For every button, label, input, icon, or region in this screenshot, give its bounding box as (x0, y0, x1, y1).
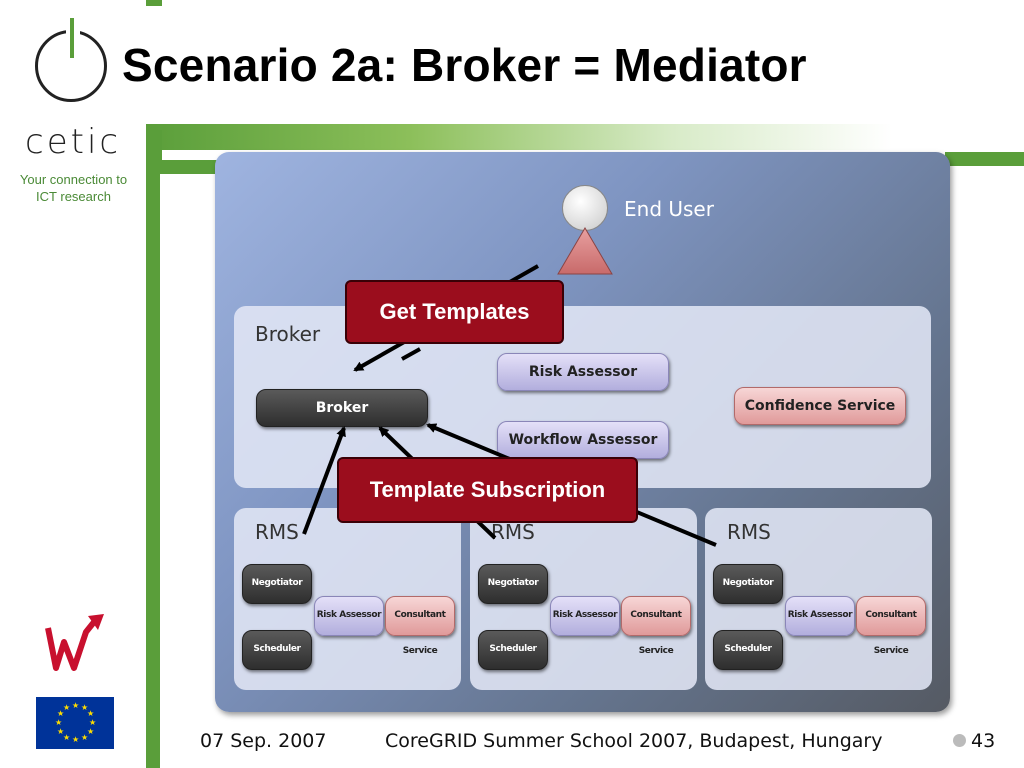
subscription-arrow-rms1 (302, 426, 346, 535)
white-separator (160, 174, 168, 768)
consultant-service-3: Consultant Service (856, 596, 926, 656)
negotiator-component-2: Negotiator (478, 564, 548, 604)
w-logo-icon (45, 614, 104, 671)
slide-title: Scenario 2a: Broker = Mediator (122, 39, 807, 91)
end-user-head-icon (562, 185, 608, 231)
svg-text:★: ★ (89, 718, 96, 727)
svg-text:★: ★ (63, 703, 70, 712)
scheduler-component-1: Scheduler (242, 630, 312, 670)
rms-risk-assessor-2: Risk Assessor (550, 596, 620, 636)
svg-text:★: ★ (72, 735, 79, 744)
end-user-body-icon (557, 227, 613, 275)
rms-risk-assessor-3: Risk Assessor (785, 596, 855, 636)
green-accent-inner (160, 160, 220, 174)
template-subscription-callout: Template Subscription (337, 457, 638, 523)
green-accent-right (945, 152, 1024, 166)
negotiator-component-3: Negotiator (713, 564, 783, 604)
end-user-label: End User (624, 197, 714, 221)
svg-text:★: ★ (81, 733, 88, 742)
green-accent-left (146, 130, 162, 768)
svg-text:★: ★ (63, 733, 70, 742)
svg-text:★: ★ (87, 727, 94, 736)
rms-label-1: RMS (255, 520, 299, 544)
eu-flag-icon: ★★★ ★★★ ★★★ ★★★ (36, 697, 114, 749)
bullet-icon (953, 734, 966, 747)
green-gradient-rule (146, 124, 1024, 150)
cetic-tagline: Your connection to ICT research (6, 171, 141, 205)
risk-assessor-component: Risk Assessor (497, 353, 669, 391)
svg-text:★: ★ (55, 718, 62, 727)
get-templates-callout: Get Templates (345, 280, 564, 344)
svg-text:★: ★ (81, 703, 88, 712)
cetic-logo-text: cetic (25, 122, 122, 162)
svg-text:★: ★ (57, 709, 64, 718)
rms-risk-assessor-1: Risk Assessor (314, 596, 384, 636)
cetic-logo-stem (70, 18, 74, 58)
rms-label-3: RMS (727, 520, 771, 544)
scheduler-component-2: Scheduler (478, 630, 548, 670)
page-number: 43 (971, 730, 996, 752)
tagline-line-2: ICT research (36, 189, 111, 204)
green-accent-top (146, 0, 162, 6)
consultant-service-1: Consultant Service (385, 596, 455, 656)
footer-event: CoreGRID Summer School 2007, Budapest, H… (385, 730, 883, 752)
confidence-service-component: Confidence Service (734, 387, 906, 425)
broker-component: Broker (256, 389, 428, 427)
rms-label-2: RMS (491, 520, 535, 544)
tagline-line-1: Your connection to (19, 172, 128, 187)
consultant-service-2: Consultant Service (621, 596, 691, 656)
svg-text:★: ★ (57, 727, 64, 736)
svg-text:★: ★ (72, 701, 79, 710)
workflow-assessor-component: Workflow Assessor (497, 421, 669, 459)
broker-area-label: Broker (255, 322, 321, 346)
scheduler-component-3: Scheduler (713, 630, 783, 670)
footer-date: 07 Sep. 2007 (200, 730, 327, 752)
get-templates-dash (401, 347, 421, 361)
svg-text:★: ★ (87, 709, 94, 718)
negotiator-component-1: Negotiator (242, 564, 312, 604)
